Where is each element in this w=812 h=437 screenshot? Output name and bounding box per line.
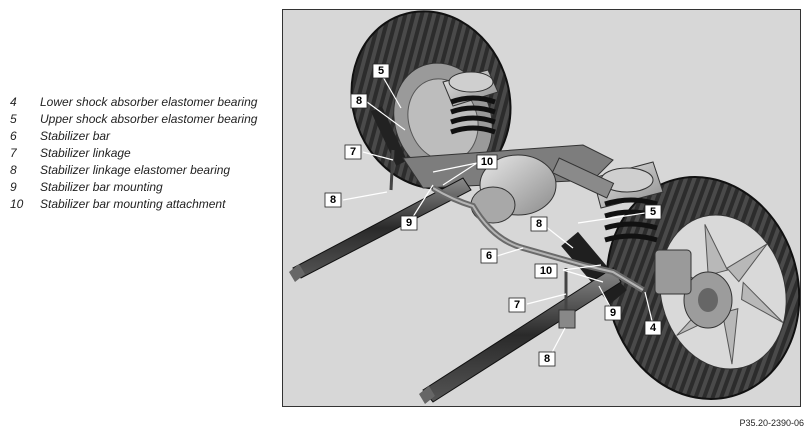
svg-text:8: 8	[356, 95, 362, 107]
legend-number: 10	[10, 197, 24, 211]
svg-text:8: 8	[536, 218, 542, 230]
svg-text:7: 7	[350, 146, 356, 158]
callout-5-upper-left: 5	[372, 63, 390, 79]
legend-item: 6 Stabilizer bar	[10, 129, 270, 143]
stabilizer-link-left	[389, 149, 395, 191]
legend-item: 5 Upper shock absorber elastomer bearing	[10, 112, 270, 126]
svg-text:9: 9	[406, 217, 412, 229]
svg-text:8: 8	[544, 353, 550, 365]
legend-label: Lower shock absorber elastomer bearing	[40, 95, 258, 109]
legend-item: 7 Stabilizer linkage	[10, 146, 270, 160]
rear-left-spring-strut	[370, 69, 499, 166]
legend-label: Stabilizer bar mounting attachment	[40, 197, 226, 211]
legend-number: 8	[10, 163, 17, 177]
legend-label: Upper shock absorber elastomer bearing	[40, 112, 258, 126]
legend-label: Stabilizer linkage	[40, 146, 131, 160]
legend-number: 9	[10, 180, 17, 194]
svg-text:8: 8	[330, 194, 336, 206]
legend-item: 10 Stabilizer bar mounting attachment	[10, 197, 270, 211]
callout-10-left: 10	[476, 154, 498, 170]
callout-7-left: 7	[344, 144, 362, 160]
callout-4: 4	[644, 320, 662, 336]
callout-9-left: 9	[400, 215, 418, 231]
callout-8-upper-left: 8	[350, 93, 368, 109]
suspension-illustration: 5 8 7 10 8 9 6	[282, 9, 801, 407]
legend-item: 9 Stabilizer bar mounting	[10, 180, 270, 194]
svg-text:5: 5	[378, 65, 384, 77]
svg-text:4: 4	[650, 322, 657, 334]
svg-text:6: 6	[486, 250, 492, 262]
callout-8-bottom: 8	[538, 351, 556, 367]
svg-text:10: 10	[481, 156, 493, 168]
callout-7-right: 7	[508, 297, 526, 313]
legend-number: 5	[10, 112, 17, 126]
leader-lines	[342, 76, 654, 361]
suspension-drawing: 5 8 7 10 8 9 6	[289, 10, 800, 404]
differential-housing	[402, 144, 615, 224]
svg-text:5: 5	[650, 206, 656, 218]
legend-number: 7	[10, 146, 17, 160]
legend-label: Stabilizer bar	[40, 129, 111, 143]
legend-item: 8 Stabilizer linkage elastomer bearing	[10, 163, 270, 177]
callout-10-right: 10	[534, 263, 558, 279]
legend-label: Stabilizer linkage elastomer bearing	[40, 163, 231, 177]
figure-code: P35.20-2390-06	[739, 418, 804, 428]
legend: 4 Lower shock absorber elastomer bearing…	[10, 95, 270, 214]
brake-caliper	[654, 249, 692, 295]
svg-text:10: 10	[540, 265, 552, 277]
svg-text:9: 9	[610, 307, 616, 319]
callout-8-left: 8	[324, 192, 342, 208]
stabilizer-mount-bracket	[558, 309, 576, 329]
callout-9-right: 9	[604, 305, 622, 321]
legend-number: 6	[10, 129, 17, 143]
legend-label: Stabilizer bar mounting	[40, 180, 163, 194]
legend-item: 4 Lower shock absorber elastomer bearing	[10, 95, 270, 109]
control-arms	[289, 177, 622, 404]
svg-text:7: 7	[514, 299, 520, 311]
callout-8-right-upper: 8	[530, 216, 548, 232]
legend-number: 4	[10, 95, 17, 109]
callout-5-right: 5	[644, 204, 662, 220]
callout-6: 6	[480, 248, 498, 264]
